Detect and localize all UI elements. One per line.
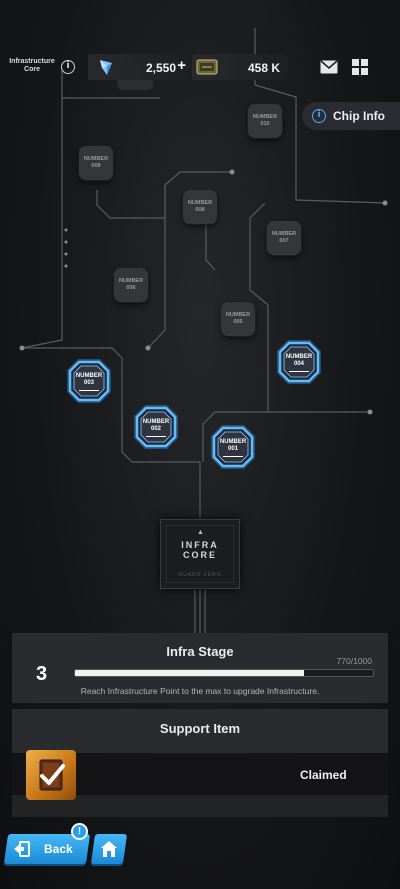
mail-icon[interactable] xyxy=(320,60,338,74)
notification-badge: ! xyxy=(71,823,88,840)
exit-arrow-icon xyxy=(14,841,30,857)
menu-grid-icon[interactable] xyxy=(352,59,368,75)
top-bar: Infrastructure Core i 2,550 + 458 K xyxy=(0,52,400,82)
infra-stage-panel: Infra Stage 3 770/1000 Reach Infrastruct… xyxy=(12,633,388,703)
info-icon: i xyxy=(312,109,326,123)
support-item-icon[interactable] xyxy=(26,750,76,800)
infra-core-subtitle: GUARD ZERO xyxy=(178,572,222,578)
chevron-up-icon: ▲ xyxy=(197,529,204,536)
ticket-amount: 458 K xyxy=(247,61,280,75)
ticket-icon xyxy=(196,59,218,75)
crystal-icon xyxy=(100,60,112,75)
stage-progress-text: 770/1000 xyxy=(336,656,372,666)
crystal-resource: 2,550 + xyxy=(88,54,188,80)
back-button[interactable]: Back xyxy=(3,834,91,864)
stage-description: Reach Infrastructure Point to the max to… xyxy=(80,686,320,696)
info-icon[interactable]: i xyxy=(61,60,75,74)
stage-progress-bar xyxy=(74,669,374,677)
home-icon xyxy=(101,841,117,857)
stage-title: Infra Stage xyxy=(166,644,234,659)
chip-info-button[interactable]: i Chip Info xyxy=(302,102,400,130)
stage-progress-fill xyxy=(75,670,305,676)
stage-level: 3 xyxy=(36,663,48,685)
support-item-footer xyxy=(12,795,388,817)
screen-title: Infrastructure Core xyxy=(9,58,55,73)
support-item-title: Support Item xyxy=(159,721,241,736)
crystal-amount: 2,550 xyxy=(145,61,176,75)
ticket-resource: 458 K xyxy=(192,54,288,80)
chip-info-label: Chip Info xyxy=(333,109,385,123)
support-item-status: Claimed xyxy=(300,768,347,782)
back-label: Back xyxy=(44,842,73,856)
book-icon xyxy=(39,759,65,791)
support-item-header: Support Item xyxy=(12,709,388,753)
add-crystal-button[interactable]: + xyxy=(177,57,186,74)
home-button[interactable] xyxy=(90,834,128,864)
